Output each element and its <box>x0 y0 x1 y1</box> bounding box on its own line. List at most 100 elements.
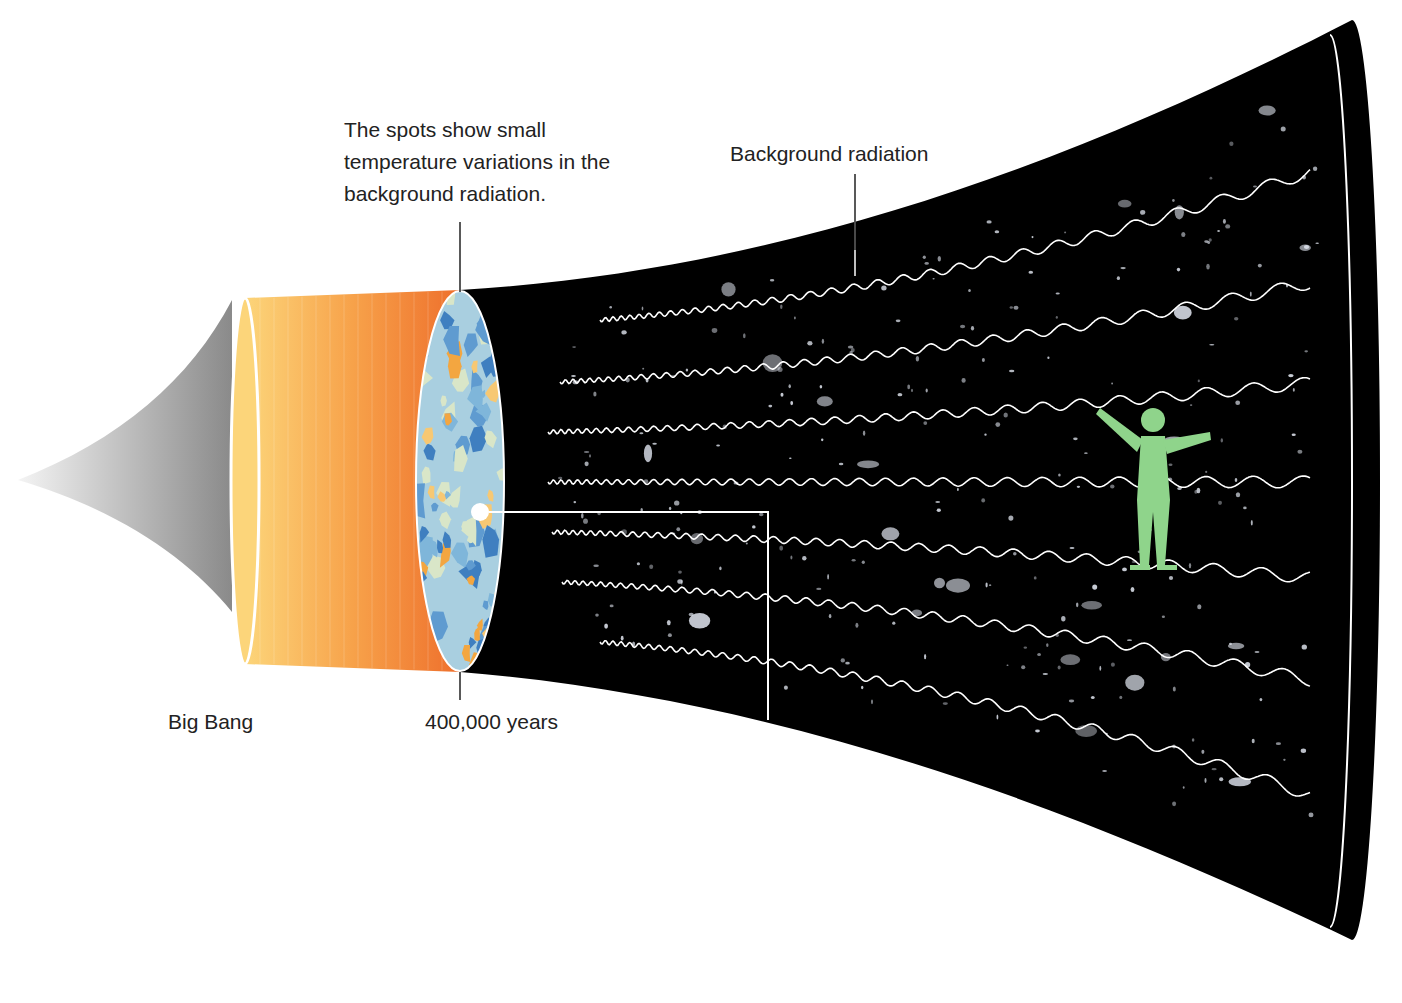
galaxy <box>777 367 782 372</box>
galaxy <box>845 662 850 665</box>
galaxy <box>1073 437 1078 440</box>
galaxy <box>1260 698 1263 701</box>
temperature-spot <box>416 605 422 618</box>
galaxy <box>1069 700 1074 703</box>
temperature-spot <box>461 516 476 547</box>
galaxy <box>802 556 806 561</box>
galaxy <box>987 220 992 223</box>
galaxy <box>1110 485 1114 489</box>
galaxy <box>820 385 823 388</box>
galaxy <box>925 262 929 265</box>
galaxy <box>1099 666 1101 671</box>
band-line <box>288 297 289 665</box>
galaxy <box>1070 547 1075 549</box>
galaxy <box>1056 316 1058 319</box>
galaxy <box>746 543 748 545</box>
label: The spots show small temperature variati… <box>344 114 644 210</box>
galaxy <box>1315 242 1319 244</box>
galaxy <box>1117 276 1120 280</box>
temperature-spot <box>443 531 452 548</box>
label: Big Bang <box>168 706 253 738</box>
galaxy <box>1304 245 1309 249</box>
temperature-spot <box>475 314 495 346</box>
radiation-wave <box>600 641 1310 796</box>
leader-line <box>854 174 856 276</box>
galaxy <box>1009 370 1014 372</box>
temperature-spot <box>420 526 429 543</box>
galaxy <box>1092 584 1097 589</box>
galaxy <box>1259 105 1276 115</box>
galaxy <box>982 358 985 362</box>
galaxy <box>1058 666 1061 670</box>
galaxy <box>984 434 986 436</box>
cmb-rim <box>416 291 504 671</box>
galaxy <box>770 279 774 282</box>
galaxy <box>584 451 589 453</box>
temperature-spot <box>490 642 503 664</box>
temperature-spot <box>483 600 489 610</box>
galaxy <box>1204 240 1208 243</box>
galaxy <box>1217 230 1220 232</box>
galaxy <box>610 605 614 608</box>
galaxy <box>1111 383 1113 385</box>
galaxy <box>743 333 746 338</box>
galaxy <box>1243 507 1247 510</box>
temperature-spot <box>496 308 502 318</box>
radiation-wave <box>548 378 1310 434</box>
galaxy <box>1043 673 1048 675</box>
galaxy <box>1205 778 1207 783</box>
galaxy <box>759 513 763 517</box>
galaxy <box>1014 306 1019 310</box>
galaxy <box>1047 357 1049 360</box>
galaxy <box>1183 786 1185 789</box>
galaxy <box>827 574 829 579</box>
galaxy <box>923 255 926 259</box>
galaxy <box>821 438 823 441</box>
galaxy <box>794 317 796 320</box>
galaxy <box>943 702 948 705</box>
galaxy <box>924 654 926 659</box>
temperature-spot <box>443 326 460 356</box>
cone <box>18 300 232 612</box>
galaxy <box>1276 742 1281 745</box>
galaxy <box>1223 219 1226 224</box>
galaxy <box>892 622 895 625</box>
galaxy <box>686 368 688 371</box>
band-line <box>344 295 345 667</box>
galaxy <box>1229 142 1233 146</box>
galaxy <box>1206 264 1210 270</box>
galaxy <box>1228 643 1244 650</box>
galaxy <box>1253 185 1257 187</box>
galaxy <box>839 463 844 466</box>
galaxy <box>712 328 718 333</box>
galaxy <box>1125 675 1144 691</box>
galaxy <box>1035 730 1040 733</box>
temperature-spot <box>412 633 419 650</box>
radiation-waves <box>548 170 1310 796</box>
galaxy <box>1046 643 1048 647</box>
temperature-spot <box>445 491 451 500</box>
galaxy <box>649 565 653 570</box>
galaxy <box>681 580 683 585</box>
galaxy <box>1234 317 1238 320</box>
galaxy <box>752 525 756 528</box>
band-line <box>330 296 331 667</box>
galaxy <box>1169 463 1173 466</box>
band-line <box>400 293 401 669</box>
temperature-spot <box>461 521 467 532</box>
temperature-spot <box>467 535 476 543</box>
galaxy <box>1162 616 1165 618</box>
galaxy <box>1301 749 1306 753</box>
galaxy <box>1225 224 1230 228</box>
galaxy <box>1081 601 1102 609</box>
label: 400,000 years <box>425 706 558 738</box>
galaxy <box>1008 516 1013 521</box>
galaxy <box>1181 232 1185 237</box>
galaxy <box>1013 552 1017 555</box>
galaxy <box>1037 653 1041 656</box>
galaxy <box>1258 264 1262 268</box>
galaxy <box>989 584 991 586</box>
galaxy <box>716 444 720 446</box>
temperature-spot <box>441 396 447 407</box>
galaxy <box>781 393 784 397</box>
